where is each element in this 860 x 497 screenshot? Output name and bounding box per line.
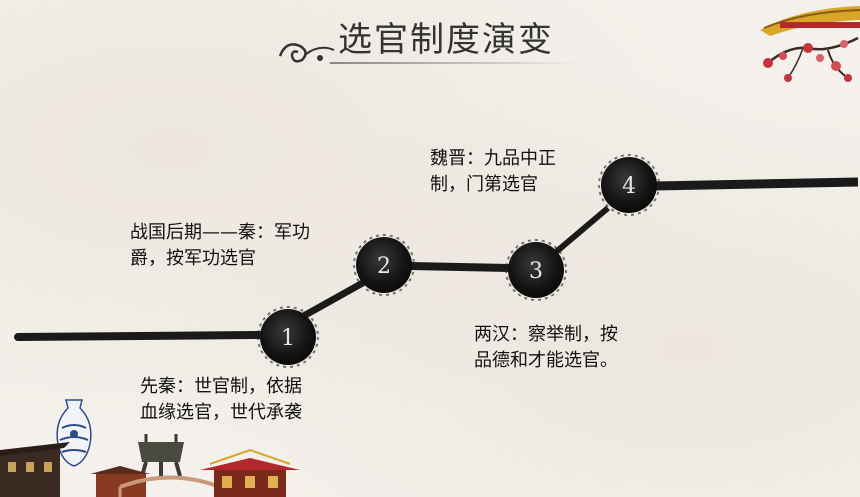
title-underline bbox=[330, 62, 580, 64]
node-2-number: 2 bbox=[377, 254, 391, 279]
page-title: 选官制度演变 bbox=[338, 20, 554, 60]
node-1-label: 先秦：世官制，依据 血缘选官，世代承袭 bbox=[140, 374, 302, 426]
timeline-segment-3-4 bbox=[554, 205, 610, 255]
node-1-line-1: 先秦：世官制，依据 bbox=[140, 376, 302, 397]
node-1-number: 1 bbox=[281, 326, 295, 351]
timeline-segment-2-3 bbox=[409, 262, 511, 272]
timeline-node-4: 4 bbox=[598, 154, 660, 216]
plum-blossom-icon bbox=[763, 36, 859, 82]
node-3-line-2: 品德和才能选官。 bbox=[474, 350, 618, 371]
timeline-node-3: 3 bbox=[505, 239, 567, 301]
porcelain-vase-icon bbox=[56, 399, 92, 467]
timeline-segment-end bbox=[654, 177, 859, 191]
node-4-line-2: 制，门第选官 bbox=[430, 174, 538, 195]
node-2-line-2: 爵，按军功选官 bbox=[130, 248, 256, 269]
node-1-line-2: 血缘选官，世代承袭 bbox=[140, 402, 302, 423]
node-4-line-1: 魏晋：九品中正 bbox=[430, 148, 556, 169]
node-2-line-1: 战国后期——秦：军功 bbox=[130, 222, 310, 243]
node-3-label: 两汉：察举制，按 品德和才能选官。 bbox=[474, 322, 618, 374]
node-2-label: 战国后期——秦：军功 爵，按军功选官 bbox=[130, 220, 310, 272]
scroll-ornament-icon bbox=[278, 43, 335, 63]
palace-roof-icon bbox=[760, 6, 860, 36]
node-3-line-1: 两汉：察举制，按 bbox=[474, 324, 618, 345]
timeline-node-2: 2 bbox=[353, 234, 415, 296]
timeline-node-1: 1 bbox=[257, 306, 319, 368]
node-4-label: 魏晋：九品中正 制，门第选官 bbox=[430, 146, 556, 198]
timeline-segment-start bbox=[14, 331, 264, 341]
node-4-number: 4 bbox=[622, 174, 636, 199]
ancient-buildings-icon bbox=[0, 442, 300, 497]
node-3-number: 3 bbox=[529, 259, 543, 284]
timeline-segment-1-2 bbox=[298, 276, 370, 322]
